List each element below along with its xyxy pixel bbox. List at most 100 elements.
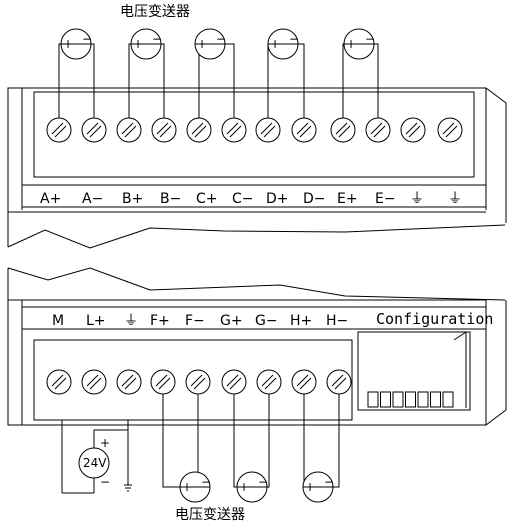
top-label-9: E+: [337, 191, 358, 207]
top-label-6: C−: [232, 191, 254, 207]
top-label-1: A+: [40, 191, 61, 207]
bottom-transmitter-1: +−: [179, 471, 211, 503]
bottom-transmitter-3: +−: [302, 471, 334, 503]
dip-switch-3: [392, 391, 404, 408]
top-terminal-7: [255, 117, 281, 143]
wiring: [58, 43, 379, 488]
transmitter-minus: −: [258, 475, 268, 489]
bottom-break-line: [7, 267, 506, 301]
bottom-terminal-labels: M L+ ⏚ F+ F− G+ G− H+ H−: [52, 313, 348, 329]
bottom-label-2: L+: [86, 313, 106, 329]
top-label-7: D+: [266, 191, 289, 207]
bottom-terminal-9: [326, 369, 352, 395]
top-terminal-6: [221, 117, 247, 143]
dip-switch-7: [442, 391, 454, 408]
transmitter-plus: +: [182, 480, 192, 494]
dip-switch-5: [417, 391, 429, 408]
power-source-circle: [78, 447, 110, 479]
bottom-terminals: [46, 369, 352, 395]
bottom-terminal-7: [256, 369, 282, 395]
top-terminal-labels: A+ A− B+ B− C+ C− D+ D− E+ E− ⏚ ⏚: [40, 191, 462, 207]
bottom-wire-pos-1: [162, 394, 180, 488]
top-transmitter-2: +−: [130, 28, 162, 60]
dip-switch-6: [430, 391, 441, 408]
top-wire-neg-2: [161, 43, 165, 118]
transmitter-plus: +: [133, 37, 143, 51]
top-label-12: ⏚: [448, 191, 462, 207]
bottom-terminal-2: [81, 369, 107, 395]
top-wire-pos-2: [128, 43, 131, 118]
top-label-4: B−: [160, 191, 181, 207]
top-wire-pos-3: [195, 43, 200, 118]
bottom-transmitter-2: +−: [236, 471, 268, 503]
top-break-line: [7, 224, 506, 249]
bottom-terminal-8: [291, 369, 317, 395]
top-terminals: [46, 117, 463, 143]
transmitter-plus: +: [239, 480, 249, 494]
top-wire-pos-5: [342, 43, 344, 118]
transmitter-plus: +: [197, 37, 207, 51]
bottom-wire-neg-2: [267, 394, 270, 488]
dip-switch-1: [367, 391, 379, 408]
bottom-label-5: F−: [185, 313, 205, 329]
bottom-terminal-1: [46, 369, 72, 395]
bottom-label-7: G−: [255, 313, 278, 329]
bottom-wire-pos-3: [303, 394, 305, 488]
top-label-8: D−: [303, 191, 326, 207]
bottom-terminal-3: [116, 369, 142, 395]
bottom-label-1: M: [52, 313, 64, 329]
bottom-label-4: F+: [150, 313, 170, 329]
top-label-10: E−: [375, 191, 396, 207]
transmitter-minus: −: [289, 32, 299, 46]
top-terminal-2: [81, 117, 107, 143]
top-wire-neg-5: [374, 43, 379, 118]
dip-switch-2: [380, 391, 391, 408]
bottom-wire-pos-2: [233, 394, 237, 488]
top-label-5: C+: [196, 191, 218, 207]
transmitter-plus: +: [63, 37, 73, 51]
bottom-module-outline: [7, 268, 507, 426]
top-terminal-3: [116, 117, 142, 143]
top-module-outline: [7, 87, 507, 247]
bottom-transmitter-title: 电压变送器: [175, 507, 245, 523]
top-wire-neg-1: [91, 43, 95, 118]
bottom-label-6: G+: [220, 313, 243, 329]
transmitter-minus: −: [82, 32, 92, 46]
top-terminal-1: [46, 117, 72, 143]
top-terminal-block: [33, 91, 475, 178]
dip-switch-bank: [367, 391, 454, 408]
dip-switch-4: [405, 391, 416, 408]
top-label-2: A−: [82, 191, 103, 207]
power-minus: −: [100, 475, 110, 489]
transmitter-minus: −: [324, 475, 334, 489]
transmitter-minus: −: [201, 475, 211, 489]
top-terminal-9: [330, 117, 356, 143]
top-transmitter-1: +−: [60, 28, 92, 60]
top-transmitter-4: +−: [267, 28, 299, 60]
top-transmitter-5: +−: [343, 28, 375, 60]
power-supply: 24V + −: [61, 420, 132, 494]
top-terminal-12: [437, 117, 463, 143]
bottom-label-3: ⏚: [124, 313, 138, 329]
bottom-terminal-block: [33, 339, 353, 421]
transmitter-plus: +: [270, 37, 280, 51]
top-label-3: B+: [122, 191, 143, 207]
power-plus: +: [100, 436, 110, 450]
bottom-terminal-5: [185, 369, 211, 395]
bottom-terminal-4: [150, 369, 176, 395]
transmitter-minus: −: [152, 32, 162, 46]
power-source-label: 24V: [83, 456, 107, 470]
top-terminal-4: [151, 117, 177, 143]
transmitter-plus: +: [346, 37, 356, 51]
transmitter-minus: −: [365, 32, 375, 46]
top-label-11: ⏚: [410, 191, 424, 207]
configuration-label: Configuration: [376, 310, 493, 328]
voltage-transmitters: +−+−+−+−+−+−+−+−: [60, 28, 375, 503]
bottom-wire-neg-3: [333, 394, 340, 488]
top-wire-neg-3: [225, 43, 235, 118]
bottom-label-8: H+: [290, 313, 312, 329]
top-wire-pos-1: [58, 43, 61, 118]
bottom-label-9: H−: [326, 313, 348, 329]
